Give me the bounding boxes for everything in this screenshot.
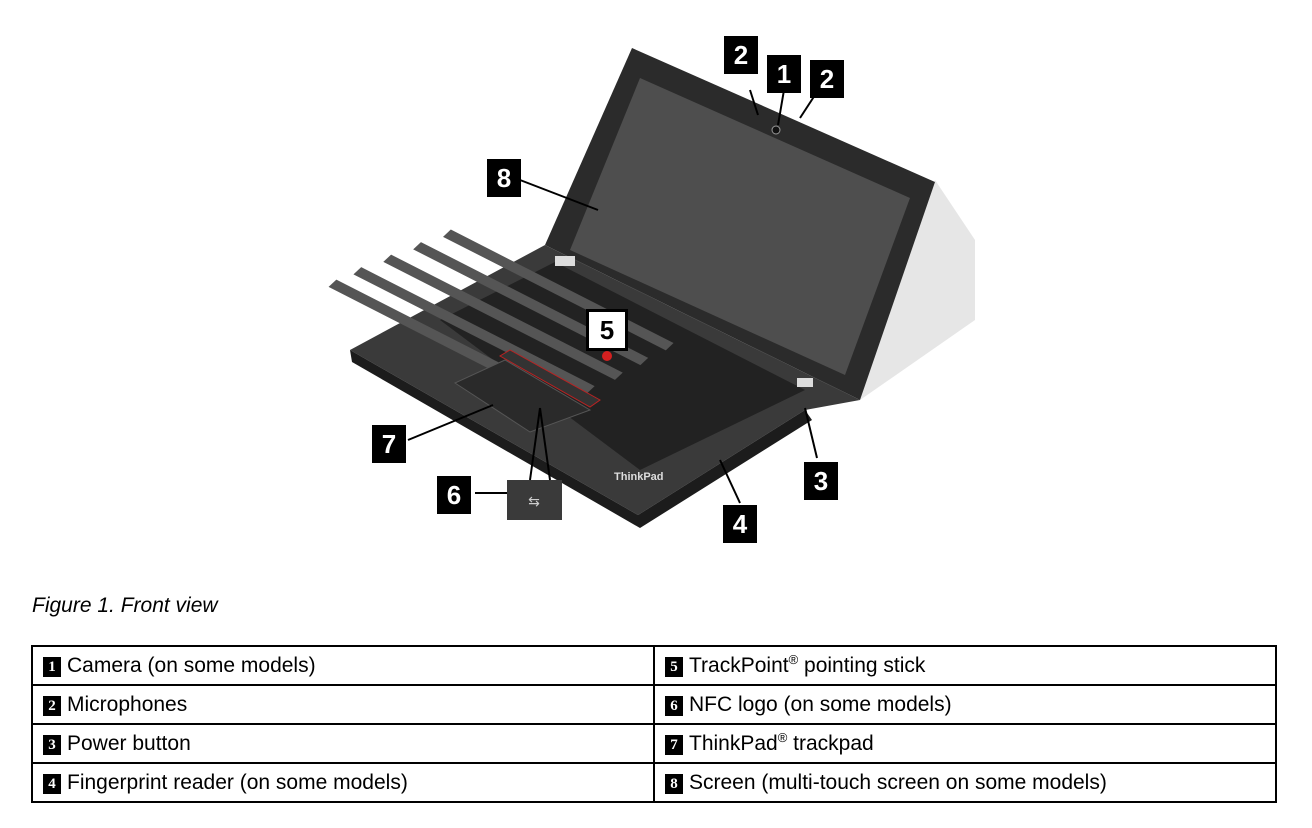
number-badge: 2 [43, 695, 61, 716]
legend-label: Fingerprint reader (on some models) [67, 770, 408, 794]
legend-label: Microphones [67, 692, 188, 716]
table-row: 4 Fingerprint reader (on some models) 8 Sc… [31, 762, 1277, 803]
number-badge: 3 [43, 734, 61, 755]
number-badge: 4 [43, 773, 61, 794]
table-row: 2 Microphones 6 NFC logo (on some models) [31, 684, 1277, 725]
callout-5: 5 [586, 309, 628, 351]
legend-cell: 2 Microphones [31, 684, 655, 725]
legend-cell: 1 Camera (on some models) [31, 645, 655, 686]
number-badge: 1 [43, 656, 61, 677]
number-badge: 8 [665, 773, 683, 794]
legend-label: Screen (multi-touch screen on some model… [689, 770, 1107, 794]
table-row: 1 Camera (on some models) 5 TrackPoint® po… [31, 645, 1277, 686]
legend-cell: 6 NFC logo (on some models) [653, 684, 1277, 725]
legend-label: NFC logo (on some models) [689, 692, 952, 716]
callout-3: 3 [804, 462, 838, 500]
registered-mark: ® [777, 729, 788, 745]
callout-6: 6 [437, 476, 471, 514]
laptop-figure: ⇆ ThinkPad 1 2 2 3 4 5 6 7 8 [328, 36, 975, 543]
brand-text: ThinkPad [614, 471, 664, 483]
callout-4: 4 [723, 505, 757, 543]
legend-cell: 7 ThinkPad® trackpad [653, 723, 1277, 764]
legend-label: Camera (on some models) [67, 653, 316, 677]
legend-cell: 4 Fingerprint reader (on some models) [31, 762, 655, 803]
number-badge: 6 [665, 695, 683, 716]
legend-cell: 8 Screen (multi-touch screen on some mode… [653, 762, 1277, 803]
laptop-illustration: ⇆ ThinkPad [328, 48, 975, 528]
legend-label-suffix: trackpad [787, 731, 874, 755]
figure-caption: Figure 1. Front view [32, 594, 218, 617]
legend-label-suffix: pointing stick [798, 653, 926, 677]
number-badge: 7 [665, 734, 683, 755]
callout-7: 7 [372, 425, 406, 463]
legend-cell: 3 Power button [31, 723, 655, 764]
number-badge: 5 [665, 656, 683, 677]
callout-1: 1 [767, 55, 801, 93]
table-row: 3 Power button 7 ThinkPad® trackpad [31, 723, 1277, 764]
callout-2-right: 2 [810, 60, 844, 98]
registered-mark: ® [788, 651, 799, 667]
legend-label: ThinkPad [689, 731, 778, 755]
legend-cell: 5 TrackPoint® pointing stick [653, 645, 1277, 686]
legend-label: Power button [67, 731, 191, 755]
callout-2-left: 2 [724, 36, 758, 74]
legend-label: TrackPoint [689, 653, 789, 677]
svg-text:⇆: ⇆ [528, 494, 540, 510]
callout-8: 8 [487, 159, 521, 197]
